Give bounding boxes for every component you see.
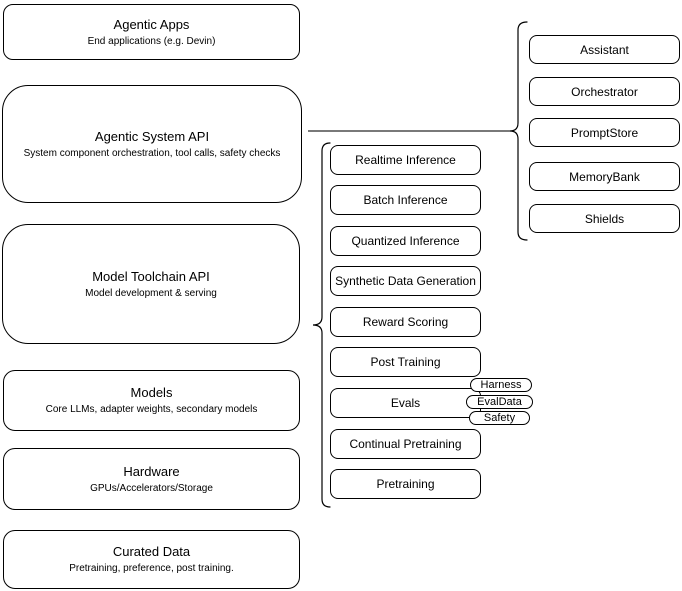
node-title: Hardware <box>123 463 180 479</box>
node-label: Post Training <box>370 355 441 369</box>
node-subtitle: End applications (e.g. Devin) <box>87 35 216 47</box>
node-agentic-system-api: Agentic System API System component orch… <box>2 85 302 203</box>
node-pretraining: Pretraining <box>330 469 481 499</box>
node-evals: Evals <box>330 388 481 418</box>
node-assistant: Assistant <box>529 35 680 64</box>
node-model-toolchain-api: Model Toolchain API Model development & … <box>2 224 300 344</box>
node-label: PromptStore <box>570 125 639 140</box>
node-memorybank: MemoryBank <box>529 162 680 191</box>
node-label: Realtime Inference <box>355 153 456 167</box>
node-label: Assistant <box>580 42 629 57</box>
node-label: Pretraining <box>376 477 435 491</box>
node-subtitle: Core LLMs, adapter weights, secondary mo… <box>45 404 258 415</box>
node-label: Reward Scoring <box>362 315 449 329</box>
node-shields: Shields <box>529 204 680 233</box>
node-quantized-inference: Quantized Inference <box>330 226 481 256</box>
node-label: Shields <box>584 211 625 226</box>
node-title: Model Toolchain API <box>92 268 210 284</box>
node-subtitle: GPUs/Accelerators/Storage <box>90 482 213 494</box>
node-subtitle: Model development & serving <box>85 287 217 299</box>
node-label: MemoryBank <box>569 169 640 184</box>
node-batch-inference: Batch Inference <box>330 185 481 215</box>
node-post-training: Post Training <box>330 347 481 377</box>
node-promptstore: PromptStore <box>529 118 680 147</box>
node-continual-pretraining: Continual Pretraining <box>330 429 481 459</box>
node-title: Agentic Apps <box>113 16 190 32</box>
node-title: Agentic System API <box>94 128 210 144</box>
node-label: Evals <box>390 396 421 410</box>
node-curated-data: Curated Data Pretraining, preference, po… <box>3 530 300 589</box>
node-label: Orchestrator <box>571 84 638 99</box>
brace-agentic-components <box>509 21 528 241</box>
node-label: Continual Pretraining <box>349 437 462 451</box>
brace-toolchain-components <box>312 142 331 508</box>
node-realtime-inference: Realtime Inference <box>330 145 481 175</box>
node-subtitle: Pretraining, preference, post training. <box>69 563 234 574</box>
node-agentic-apps: Agentic Apps End applications (e.g. Devi… <box>3 4 300 60</box>
node-models: Models Core LLMs, adapter weights, secon… <box>3 370 300 431</box>
node-hardware: Hardware GPUs/Accelerators/Storage <box>3 448 300 510</box>
node-label: Quantized Inference <box>351 234 460 248</box>
tag-evaldata: EvalData <box>466 395 533 409</box>
tag-harness: Harness <box>470 378 532 392</box>
node-label: Batch Inference <box>363 193 448 207</box>
node-label: Synthetic Data Generation <box>335 274 476 288</box>
node-title: Curated Data <box>112 544 191 559</box>
tag-safety: Safety <box>469 411 530 425</box>
node-reward-scoring: Reward Scoring <box>330 307 481 337</box>
node-synthetic-data-generation: Synthetic Data Generation <box>330 266 481 296</box>
node-title: Models <box>130 385 173 400</box>
node-subtitle: System component orchestration, tool cal… <box>23 147 281 159</box>
node-orchestrator: Orchestrator <box>529 77 680 106</box>
